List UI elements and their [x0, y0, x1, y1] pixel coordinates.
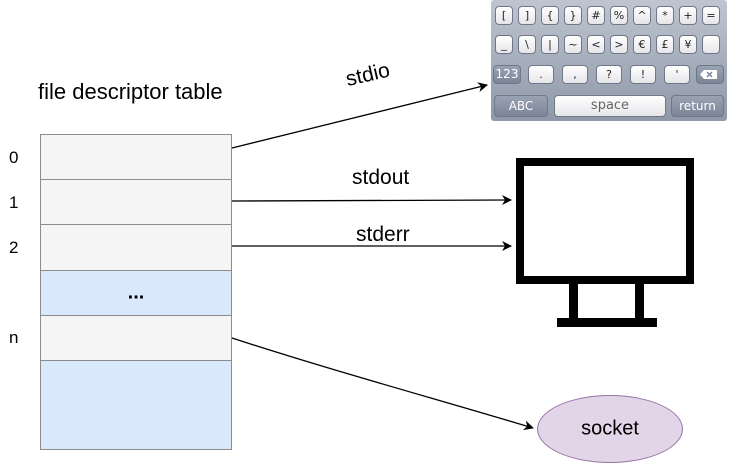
- key: {: [541, 6, 559, 25]
- socket-node: socket: [537, 395, 683, 463]
- key: _: [495, 35, 513, 54]
- table-row-rest: [41, 361, 231, 449]
- key: £: [656, 35, 674, 54]
- key: }: [564, 6, 582, 25]
- edge-label-stderr: stderr: [356, 223, 410, 246]
- key-return: return: [671, 95, 724, 117]
- key: ': [664, 65, 690, 84]
- key: >: [610, 35, 628, 54]
- keyboard-icon: [ ] { } # % ^ * + = _ \ | ~ < > € £ ¥ 12…: [491, 0, 727, 121]
- key: ,: [562, 65, 588, 84]
- key: ^: [633, 6, 651, 25]
- key: €: [633, 35, 651, 54]
- key: +: [679, 6, 697, 25]
- key-123: 123: [493, 65, 521, 84]
- key: =: [702, 6, 720, 25]
- key: !: [630, 65, 656, 84]
- backspace-key-icon: [696, 65, 724, 84]
- key: ?: [596, 65, 622, 84]
- arrow-stdio: [231, 82, 488, 149]
- key: |: [541, 35, 559, 54]
- key-abc: ABC: [494, 95, 548, 117]
- key: %: [610, 6, 628, 25]
- file-descriptor-table: ...: [40, 134, 232, 450]
- ellipsis-label: ...: [127, 281, 145, 304]
- index-label-1: 1: [9, 193, 19, 212]
- index-label-n: n: [9, 328, 19, 347]
- key: [: [495, 6, 513, 25]
- table-row-n: [41, 316, 231, 361]
- socket-label: socket: [581, 417, 639, 440]
- key: ]: [518, 6, 536, 25]
- monitor-icon: [516, 158, 694, 284]
- edge-label-stdout: stdout: [352, 166, 410, 189]
- key-space: space: [554, 95, 666, 117]
- table-row-ellipsis: ...: [41, 271, 231, 316]
- table-row-1: [41, 180, 231, 225]
- arrow-stdout: [231, 195, 512, 206]
- key: .: [528, 65, 554, 84]
- arrow-socket: [231, 337, 534, 431]
- key: \: [518, 35, 536, 54]
- key: *: [656, 6, 674, 25]
- table-row-0: [41, 135, 231, 180]
- key: ~: [564, 35, 582, 54]
- monitor-stand-icon: [557, 284, 657, 327]
- key: <: [587, 35, 605, 54]
- key: #: [587, 6, 605, 25]
- table-row-2: [41, 225, 231, 271]
- diagram-title: file descriptor table: [38, 79, 223, 104]
- key: ¥: [679, 35, 697, 54]
- index-label-2: 2: [9, 238, 19, 257]
- index-label-0: 0: [9, 148, 19, 167]
- key: [702, 35, 720, 54]
